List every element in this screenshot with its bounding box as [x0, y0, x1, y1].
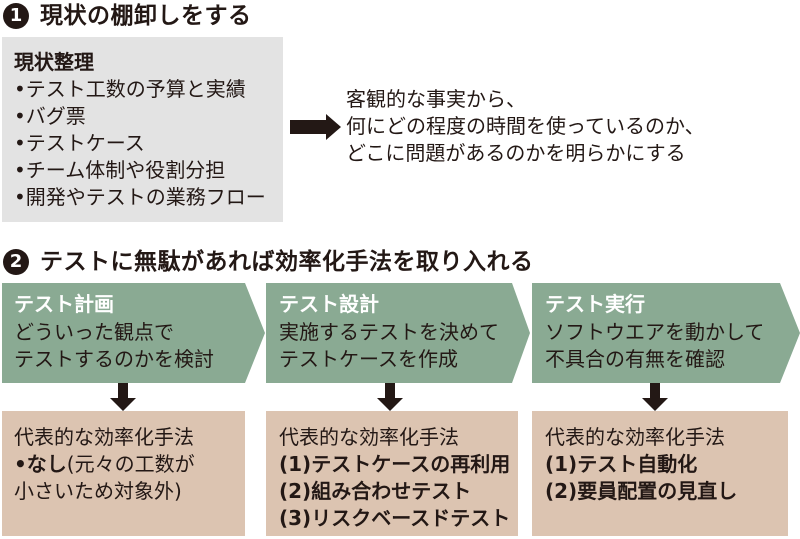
arrow-right-icon [290, 114, 341, 140]
result-line: どこに問題があるのかを明らかにする [346, 141, 686, 165]
step-description-line: どういった観点で [14, 320, 174, 344]
step-chevron-test-planning: テスト計画 どういった観点で テストするのかを検討 [2, 283, 265, 383]
method-item: (1)テストケースの再利用 [279, 452, 511, 476]
method-item: (3)リスクベースドテスト [279, 506, 511, 530]
step-description-line: 実施するテストを決めて [279, 320, 499, 344]
current-state-box: 現状整理 •テスト工数の予算と実績 •バグ票 •テストケース •チーム体制や役割… [2, 37, 283, 222]
section-number: 2 [9, 251, 23, 272]
step-description-line: ソフトウエアを動かして [545, 320, 765, 344]
method-item-text: 小さいため対象外) [14, 479, 182, 503]
current-state-heading: 現状整理 [14, 50, 94, 74]
methods-box-test-execution: 代表的な効率化手法 (1)テスト自動化 (2)要員配置の見直し [532, 411, 788, 536]
methods-heading: 代表的な効率化手法 [279, 425, 459, 449]
section-title: 現状の棚卸しをする [40, 3, 252, 29]
method-item: (2)組み合わせテスト [279, 479, 472, 503]
list-item: •バグ票 [14, 104, 86, 128]
section-number: 1 [9, 5, 23, 26]
method-item: (2)要員配置の見直し [545, 479, 738, 503]
step-title: テスト実行 [545, 292, 645, 316]
step-chevron-test-design: テスト設計 実施するテストを決めて テストケースを作成 [266, 283, 530, 383]
method-item: 小さいため対象外) [14, 478, 182, 505]
arrow-down-icon [377, 383, 403, 411]
step-chevron-test-execution: テスト実行 ソフトウエアを動かして 不具合の有無を確認 [532, 283, 800, 383]
result-line: 客観的な事実から、 [346, 87, 526, 111]
methods-box-test-design: 代表的な効率化手法 (1)テストケースの再利用 (2)組み合わせテスト (3)リ… [266, 411, 518, 536]
methods-heading: 代表的な効率化手法 [14, 425, 194, 449]
method-item-text: (元々の工数が [66, 452, 195, 476]
arrow-down-icon [642, 383, 668, 411]
section-number-badge: 2 [3, 249, 29, 275]
step-title: テスト計画 [14, 292, 114, 316]
methods-box-test-planning: 代表的な効率化手法 •なし(元々の工数が 小さいため対象外) [2, 411, 245, 536]
list-item: •テスト工数の予算と実績 [14, 77, 246, 101]
step-description-line: 不具合の有無を確認 [545, 347, 725, 371]
step-description-line: テストするのかを検討 [14, 347, 214, 371]
methods-heading: 代表的な効率化手法 [545, 425, 725, 449]
arrow-down-icon [110, 383, 136, 411]
step-title: テスト設計 [279, 292, 379, 316]
list-item: •開発やテストの業務フロー [14, 185, 266, 209]
section-number-badge: 1 [3, 3, 29, 29]
method-item-bold: •なし [14, 452, 67, 476]
step-description-line: テストケースを作成 [279, 347, 458, 371]
method-item: (1)テスト自動化 [545, 452, 698, 476]
method-item: •なし(元々の工数が [14, 451, 195, 478]
list-item: •テストケース [14, 131, 145, 155]
section-title: テストに無駄があれば効率化手法を取り入れる [40, 249, 534, 275]
list-item: •チーム体制や役割分担 [14, 158, 226, 182]
result-line: 何にどの程度の時間を使っているのか、 [346, 114, 705, 138]
